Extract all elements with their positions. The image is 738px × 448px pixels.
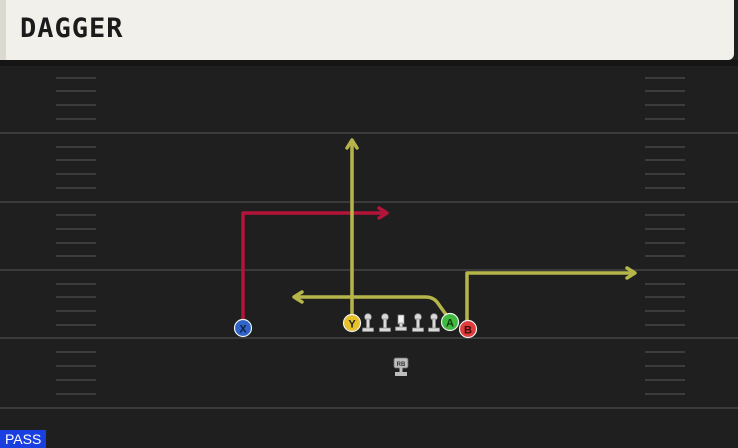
lineman-icon — [428, 313, 440, 332]
player-b-marker — [458, 319, 478, 339]
player-b[interactable]: B — [458, 319, 478, 339]
center-icon — [395, 314, 407, 331]
player-a-marker — [440, 312, 460, 332]
field-top-shadow — [0, 60, 738, 66]
b-route-arrowhead — [625, 266, 637, 280]
x-route — [241, 211, 387, 328]
hash-marks-left — [56, 77, 96, 395]
player-a-label: A — [446, 318, 454, 330]
title-accent — [0, 0, 6, 60]
player-y-label: Y — [348, 319, 356, 331]
player-x-marker — [233, 318, 253, 338]
lineman-icon — [412, 313, 424, 332]
rb-icon-base — [395, 372, 407, 376]
play-title: DAGGER — [20, 13, 124, 44]
player-a[interactable]: A — [440, 312, 460, 332]
a-route — [294, 295, 449, 318]
lineman-icon — [379, 313, 391, 332]
y-route-arrowhead — [345, 138, 359, 150]
play-type-badge: PASS — [0, 430, 47, 448]
player-y[interactable]: Y — [342, 313, 362, 333]
x-route-arrowhead — [377, 206, 389, 220]
player-x-label: X — [239, 324, 247, 336]
lineman-icon — [362, 313, 374, 332]
player-rb[interactable]: RB — [393, 357, 409, 376]
hash-marks-right — [645, 77, 685, 395]
yard-lines — [0, 132, 738, 409]
play-title-bar: DAGGER — [0, 0, 734, 60]
player-b-label: B — [464, 325, 472, 337]
a-route-arrowhead — [292, 290, 304, 304]
rb-icon-stem — [399, 367, 403, 373]
offensive-line — [362, 313, 440, 332]
player-rb-label: RB — [397, 362, 406, 368]
b-route — [465, 271, 635, 325]
player-y-marker — [342, 313, 362, 333]
player-x[interactable]: X — [233, 318, 253, 338]
